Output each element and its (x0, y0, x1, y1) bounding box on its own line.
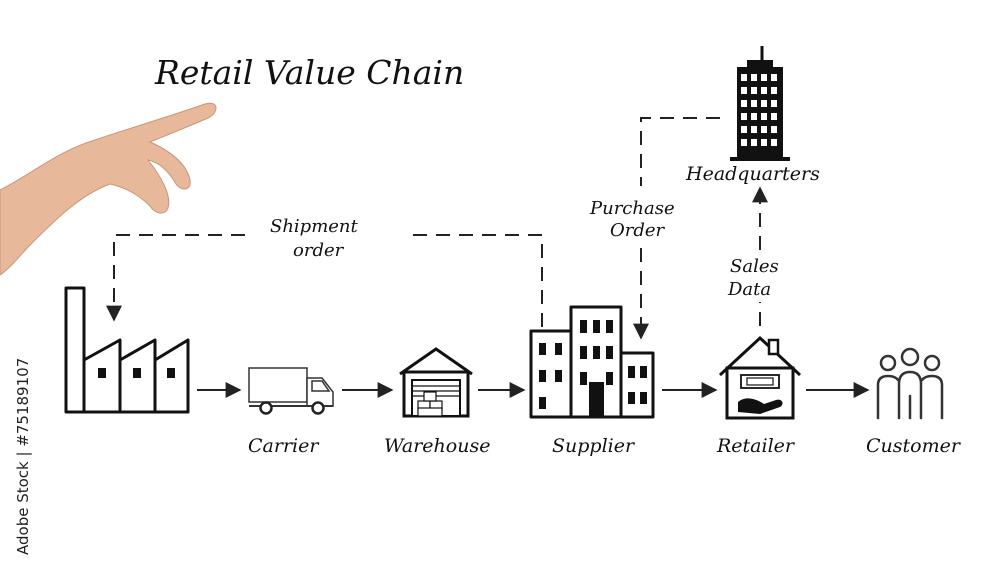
diagram-title: Retail Value Chain (154, 53, 464, 92)
retailer-house-icon (718, 335, 802, 420)
purchase-order-label-line1: Purchase (589, 198, 675, 219)
headquarters-label: Headquarters (685, 163, 820, 185)
pointing-hand-image (0, 102, 217, 276)
sales-data-label-line2: Data (727, 279, 771, 300)
factory-icon (64, 286, 190, 414)
dash-shipment-right (408, 234, 543, 327)
truck-icon (248, 367, 334, 415)
supplier-buildings-icon (529, 305, 655, 419)
stock-id-text: Adobe Stock | #75189107 (14, 358, 32, 555)
sales-data-label-line1: Sales (730, 256, 779, 277)
shipment-order-label-line2: order (293, 240, 345, 261)
shipment-order-label-line1: Shipment (270, 216, 359, 237)
customer-people-icon (876, 347, 944, 420)
supplier-label: Supplier (552, 435, 636, 457)
dash-shipment-left (106, 234, 245, 322)
warehouse-icon (399, 347, 473, 418)
dash-purchase-top (640, 117, 720, 186)
carrier-label: Carrier (248, 435, 320, 457)
customer-label: Customer (866, 435, 962, 457)
retailer-label: Retailer (716, 435, 796, 457)
headquarters-skyscraper-icon (730, 46, 790, 161)
warehouse-label: Warehouse (384, 435, 490, 457)
purchase-order-label-line2: Order (610, 220, 666, 241)
